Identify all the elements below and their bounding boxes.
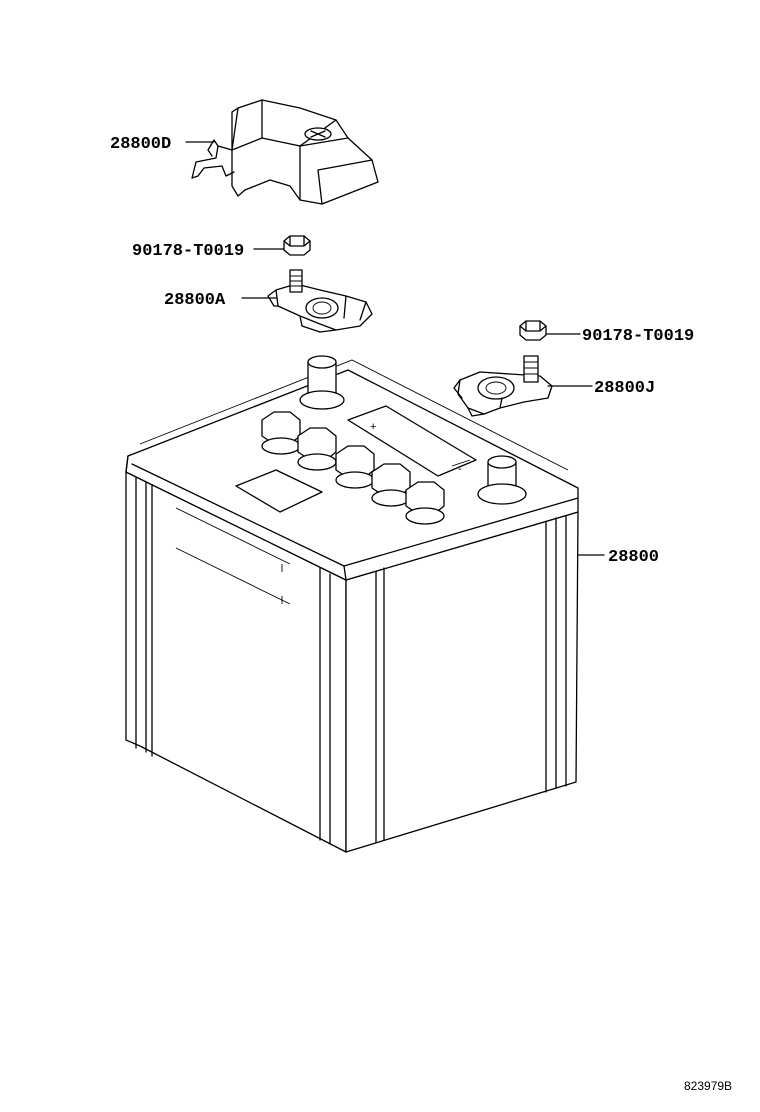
battery-part: + -	[125, 355, 579, 853]
terminal-a-part	[267, 269, 373, 333]
label-28800j: 28800J	[594, 379, 655, 398]
battery-cover-part	[191, 99, 379, 205]
leader-lines	[185, 141, 605, 556]
label-28800d: 28800D	[110, 135, 171, 154]
label-90178-upper: 90178-T0019	[132, 242, 244, 261]
label-90178-right: 90178-T0019	[582, 327, 694, 346]
bolt-right-part	[519, 320, 547, 341]
diagram-code: 823979B	[684, 1079, 732, 1093]
battery-minus-mark: -	[458, 463, 462, 475]
bolt-upper-part	[283, 235, 311, 256]
terminal-j-part	[453, 355, 553, 417]
label-28800a: 28800A	[164, 291, 226, 310]
filler-caps	[261, 411, 445, 525]
battery-plus-mark: +	[370, 421, 376, 433]
label-28800: 28800	[608, 548, 659, 567]
